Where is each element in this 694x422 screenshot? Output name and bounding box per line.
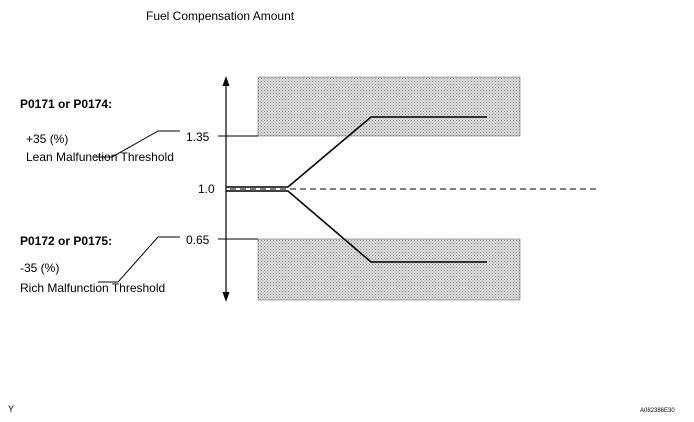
baseline-level-label: 1.0 xyxy=(198,182,215,196)
figure-id: A082386E30 xyxy=(640,408,675,414)
axis-arrow-down-icon xyxy=(222,292,230,302)
rich-leader-line xyxy=(98,236,180,283)
lean-malfunction-zone xyxy=(257,76,521,137)
axis-arrow-up-icon xyxy=(222,76,230,86)
rich-compensation-trace xyxy=(226,190,487,263)
rich-percent-label: -35 (%) xyxy=(20,261,59,275)
lean-compensation-trace xyxy=(226,116,487,188)
lean-dtc-codes: P0171 or P0174: xyxy=(20,97,112,111)
rich-level-label: 0.65 xyxy=(186,233,210,247)
lean-level-label: 1.35 xyxy=(186,130,210,144)
rich-threshold-label: Rich Malfunction Threshold xyxy=(20,281,165,295)
rich-malfunction-zone xyxy=(257,238,521,301)
rich-dtc-codes: P0172 or P0175: xyxy=(20,234,112,248)
footer-left-mark: Y xyxy=(8,404,14,414)
lean-percent-label: +35 (%) xyxy=(26,132,68,146)
lean-leader-line xyxy=(94,130,180,158)
diagram-title: Fuel Compensation Amount xyxy=(146,9,295,23)
